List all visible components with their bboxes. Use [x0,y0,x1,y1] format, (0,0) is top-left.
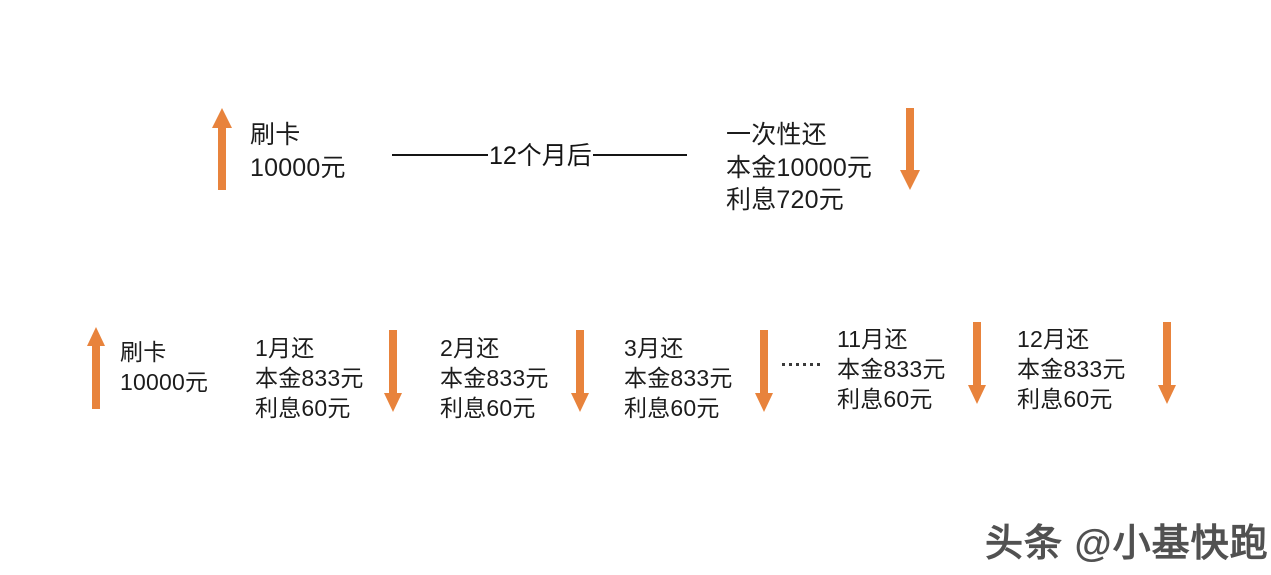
installment-payment-1-label: 1月还 本金833元 利息60元 [255,334,364,424]
ellipsis-dot [803,363,806,366]
installment-ellipsis [782,363,820,366]
down-arrow [896,108,924,190]
installment-start-line-1: 刷卡 [120,339,167,365]
lump-sum-start-line-1: 刷卡 [250,121,301,149]
installment-payment-12-line-1: 12月还 [1017,326,1090,352]
installment-payment-2-line-3: 利息60元 [440,394,536,421]
installment-start-label: 刷卡 10000元 [120,338,208,398]
lump-sum-end-line-2: 本金10000元 [726,153,873,182]
installment-payment-11-line-3: 利息60元 [837,385,933,412]
installment-payment-11-label: 11月还 本金833元 利息60元 [837,325,946,415]
down-arrow [568,330,592,412]
down-arrow [752,330,776,412]
lump-sum-start-line-2: 10000元 [250,153,346,182]
installment-payment-3-line-2: 本金833元 [624,364,733,391]
lump-sum-start-label: 刷卡 10000元 [250,119,346,184]
ellipsis-dot [817,363,820,366]
down-arrow [381,330,405,412]
installment-payment-3-label: 3月还 本金833元 利息60元 [624,334,733,424]
up-arrow [208,108,236,190]
lump-sum-end-label: 一次性还 本金10000元 利息720元 [726,119,872,217]
installment-payment-11-line-1: 11月还 [837,326,908,352]
connector-rule-right [592,154,687,156]
ellipsis-dot [789,363,792,366]
installment-payment-12-line-2: 本金833元 [1017,355,1126,382]
installment-payment-2-line-2: 本金833元 [440,364,549,391]
up-arrow [84,327,108,409]
ellipsis-dot [782,363,785,366]
installment-payment-2-label: 2月还 本金833元 利息60元 [440,334,549,424]
installment-payment-1-line-1: 1月还 [255,335,315,361]
connector-rule-left [392,154,488,156]
installment-payment-12-label: 12月还 本金833元 利息60元 [1017,325,1126,415]
installment-payment-12-line-3: 利息60元 [1017,385,1113,412]
connector-12-months: 12个月后 [392,137,687,173]
ellipsis-dot [810,363,813,366]
ellipsis-dot [796,363,799,366]
installment-payment-1-line-2: 本金833元 [255,364,364,391]
installment-payment-3-line-1: 3月还 [624,335,684,361]
watermark: 头条 @小基快跑 [985,523,1269,565]
installment-payment-3-line-3: 利息60元 [624,394,720,421]
installment-start-line-2: 10000元 [120,368,209,395]
lump-sum-end-line-3: 利息720元 [726,186,844,214]
lump-sum-end-line-1: 一次性还 [726,121,827,149]
installment-payment-1-line-3: 利息60元 [255,394,351,421]
connector-caption: 12个月后 [489,142,592,170]
installment-payment-11-line-2: 本金833元 [837,355,946,382]
down-arrow [965,322,989,404]
installment-payment-2-line-1: 2月还 [440,335,500,361]
down-arrow [1155,322,1179,404]
